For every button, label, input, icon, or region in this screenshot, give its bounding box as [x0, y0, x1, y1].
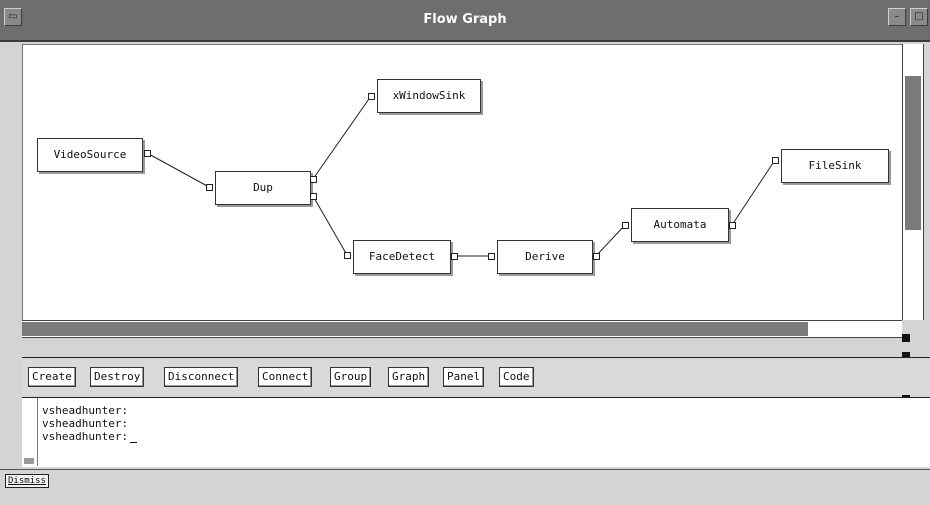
node-automata[interactable]: Automata: [631, 208, 729, 242]
panel-button[interactable]: Panel: [443, 367, 485, 387]
output-port[interactable]: [310, 193, 317, 200]
node-facedetect[interactable]: FaceDetect: [353, 240, 451, 274]
create-button[interactable]: Create: [28, 367, 76, 387]
node-filesink[interactable]: FileSink: [781, 149, 889, 183]
output-port[interactable]: [310, 176, 317, 183]
edge-videosource-dup[interactable]: [146, 152, 210, 188]
input-port[interactable]: [206, 184, 213, 191]
edge-automata-filesink[interactable]: [731, 159, 776, 226]
console-line: vsheadhunter:: [42, 404, 129, 417]
connect-button[interactable]: Connect: [258, 367, 313, 387]
title-bar[interactable]: ▭ Flow Graph – □: [0, 0, 930, 42]
minimize-button[interactable]: –: [888, 8, 906, 26]
input-port[interactable]: [488, 253, 495, 260]
console-scrollbar[interactable]: [22, 398, 38, 466]
code-button[interactable]: Code: [499, 367, 534, 387]
edge-dup-facedetect[interactable]: [312, 195, 348, 256]
output-port[interactable]: [729, 222, 736, 229]
command-toolbar: Create Destroy Disconnect Connect Group …: [22, 357, 930, 395]
graph-links: [146, 95, 776, 257]
edge-derive-automata[interactable]: [595, 224, 626, 257]
graph-button[interactable]: Graph: [388, 367, 430, 387]
disconnect-button[interactable]: Disconnect: [164, 367, 239, 387]
console-output[interactable]: vsheadhunter: vsheadhunter: vsheadhunter…: [42, 404, 138, 443]
node-dup[interactable]: Dup: [215, 171, 311, 205]
maximize-icon: □: [914, 11, 924, 22]
output-port[interactable]: [593, 253, 600, 260]
canvas-horizontal-scrollbar[interactable]: [22, 320, 902, 338]
pane-sash-2[interactable]: [902, 352, 910, 360]
console-line: vsheadhunter:: [42, 417, 129, 430]
window-menu-icon: ▭: [8, 11, 18, 22]
console-prompt-line[interactable]: vsheadhunter:: [42, 430, 138, 443]
node-derive[interactable]: Derive: [497, 240, 593, 274]
edge-dup-xwindowsink[interactable]: [312, 95, 372, 180]
console-scroll-thumb[interactable]: [24, 458, 34, 464]
input-port[interactable]: [772, 157, 779, 164]
node-xwindowsink[interactable]: xWindowSink: [377, 79, 481, 113]
dismiss-button[interactable]: Dismiss: [5, 474, 49, 488]
window-title: Flow Graph: [423, 12, 507, 27]
vertical-scroll-thumb[interactable]: [905, 76, 921, 230]
maximize-button[interactable]: □: [910, 8, 928, 26]
status-bar: Dismiss: [0, 469, 930, 505]
input-port[interactable]: [368, 93, 375, 100]
output-port[interactable]: [451, 253, 458, 260]
node-videosource[interactable]: VideoSource: [37, 138, 143, 172]
group-button[interactable]: Group: [330, 367, 372, 387]
console-pane[interactable]: vsheadhunter: vsheadhunter: vsheadhunter…: [22, 397, 930, 467]
input-port[interactable]: [344, 252, 351, 259]
pane-sash-1[interactable]: [902, 334, 910, 342]
text-cursor: [130, 442, 138, 443]
minimize-icon: –: [894, 11, 900, 22]
destroy-button[interactable]: Destroy: [90, 367, 145, 387]
console-prompt: vsheadhunter:: [42, 430, 129, 443]
input-port[interactable]: [622, 222, 629, 229]
window-menu-button[interactable]: ▭: [4, 8, 22, 26]
output-port[interactable]: [144, 150, 151, 157]
horizontal-scroll-thumb[interactable]: [22, 322, 808, 336]
canvas-vertical-scrollbar[interactable]: [902, 44, 924, 320]
